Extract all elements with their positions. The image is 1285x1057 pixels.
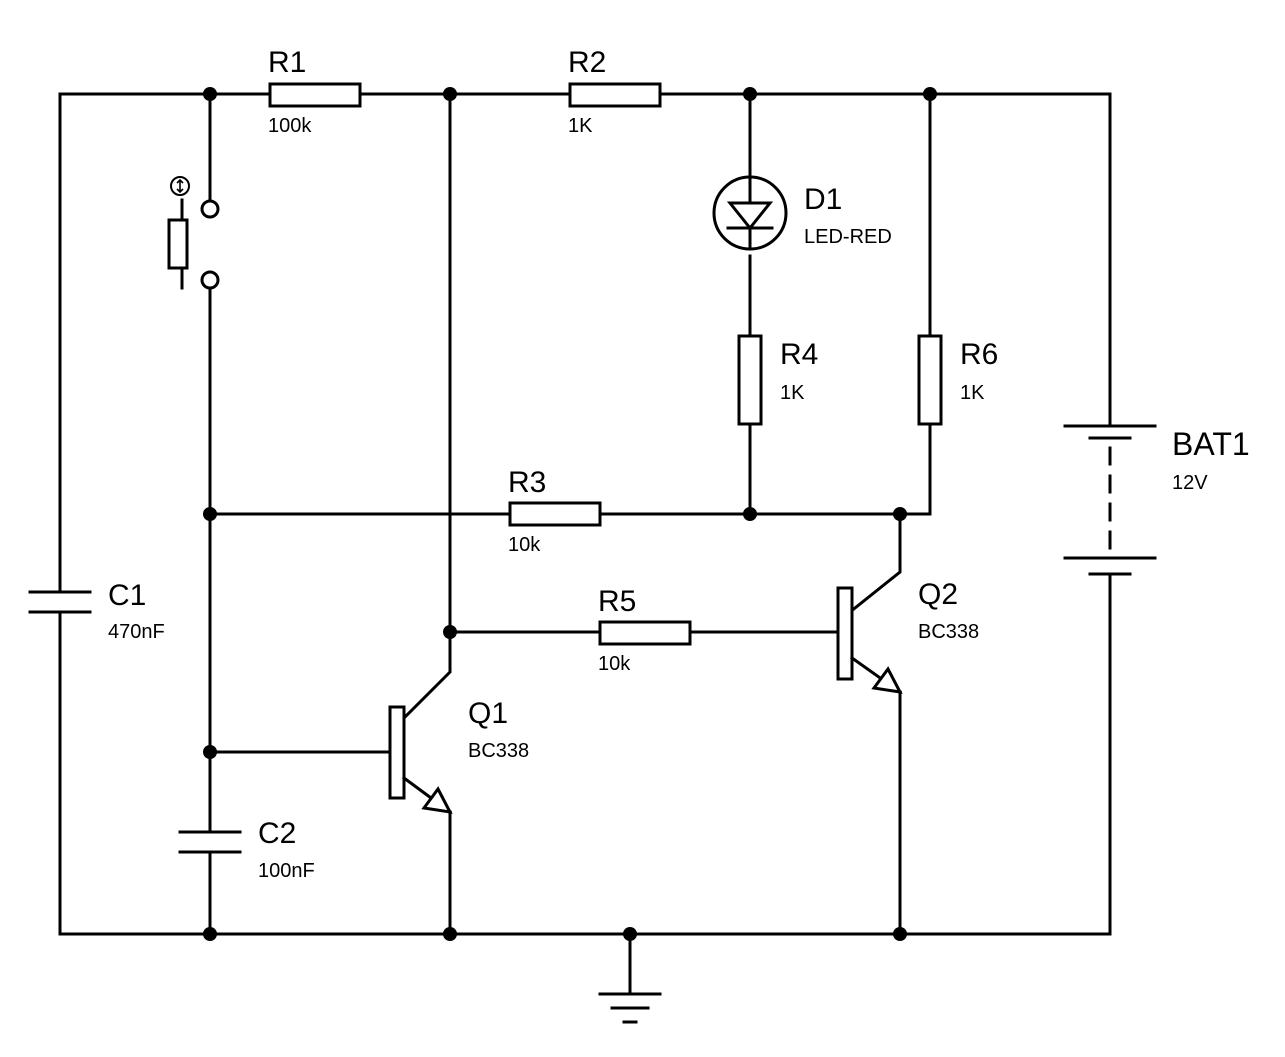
junction-dot — [893, 927, 907, 941]
capacitor-c2-ref: C2 — [258, 817, 296, 850]
battery-bat1: BAT1 12V — [1063, 424, 1250, 576]
q1-collector-wire — [397, 92, 452, 725]
led-d1: D1 LED-RED — [712, 175, 892, 251]
resistor-r2-ref: R2 — [568, 46, 606, 79]
resistor-r5: R5 10k — [598, 585, 692, 675]
transistor-q2-value: BC338 — [918, 621, 979, 643]
push-button-icon — [170, 176, 190, 196]
switch-contact-top — [200, 199, 220, 219]
capacitor-c2-value: 100nF — [258, 860, 315, 882]
q2-collector-wire — [847, 512, 902, 615]
resistor-r5-ref: R5 — [598, 585, 636, 618]
resistor-r2-body — [568, 82, 662, 108]
led-d1-ref: D1 — [804, 183, 842, 216]
junction-dot — [443, 625, 457, 639]
junction-dot — [893, 507, 907, 521]
junction-dot — [623, 927, 637, 941]
resistor-r6-value: 1K — [960, 382, 985, 404]
capacitor-c1-plates — [28, 590, 92, 614]
transistor-q2-emitter-arrow — [871, 666, 903, 694]
resistor-r5-body — [598, 620, 692, 646]
led-d1-value: LED-RED — [804, 226, 892, 248]
capacitor-c2: C2 100nF — [178, 817, 315, 882]
resistor-r1-body — [268, 82, 362, 108]
wires — [58, 92, 1112, 996]
transistor-q1-value: BC338 — [468, 740, 529, 762]
transistor-q1-base-bar — [388, 705, 406, 800]
capacitor-c2-plates — [178, 830, 242, 854]
junction-dot — [203, 507, 217, 521]
resistor-r3-value: 10k — [508, 534, 541, 556]
resistor-r5-value: 10k — [598, 653, 631, 675]
transistor-q1-ref: Q1 — [468, 697, 508, 730]
capacitor-c1-value: 470nF — [108, 621, 165, 643]
switch-actuator — [167, 218, 189, 270]
resistor-r1-ref: R1 — [268, 46, 306, 79]
transistor-q2-base-bar — [836, 586, 854, 681]
resistor-r2-value: 1K — [568, 115, 593, 137]
resistor-r3: R3 10k — [508, 466, 602, 556]
resistor-r1: R1 100k — [268, 46, 362, 137]
transistor-q2: Q2 BC338 — [836, 578, 979, 695]
transistor-q2-ref: Q2 — [918, 578, 958, 611]
push-button-switch — [167, 176, 220, 290]
r6-column-wire — [898, 92, 932, 516]
junction-dot — [923, 87, 937, 101]
resistor-r6: R6 1K — [917, 334, 998, 426]
junction-dot — [443, 87, 457, 101]
capacitor-c1-ref: C1 — [108, 579, 146, 612]
battery-bat1-ref: BAT1 — [1172, 426, 1250, 462]
resistor-r4-value: 1K — [780, 382, 805, 404]
battery-bat1-value: 12V — [1172, 472, 1208, 494]
junctions — [203, 87, 937, 941]
resistor-r6-body — [917, 334, 943, 426]
resistor-r3-body — [508, 501, 602, 527]
resistor-r6-ref: R6 — [960, 338, 998, 371]
resistor-r4-body — [737, 334, 763, 426]
resistor-r4-ref: R4 — [780, 338, 818, 371]
junction-dot — [203, 745, 217, 759]
junction-dot — [203, 87, 217, 101]
capacitor-c1: C1 470nF — [28, 579, 165, 643]
led-d1-triangle — [726, 201, 774, 231]
junction-dot — [443, 927, 457, 941]
resistor-r2: R2 1K — [568, 46, 662, 137]
ground-icon — [598, 992, 662, 1024]
junction-dot — [203, 927, 217, 941]
junction-dot — [743, 507, 757, 521]
resistor-r1-value: 100k — [268, 115, 312, 137]
junction-dot — [743, 87, 757, 101]
switch-contact-bottom — [200, 270, 220, 290]
resistor-r3-ref: R3 — [508, 466, 546, 499]
transistor-q1-emitter-arrow — [421, 786, 453, 814]
transistor-q1: Q1 BC338 — [388, 697, 529, 815]
resistor-r4: R4 1K — [737, 334, 818, 426]
